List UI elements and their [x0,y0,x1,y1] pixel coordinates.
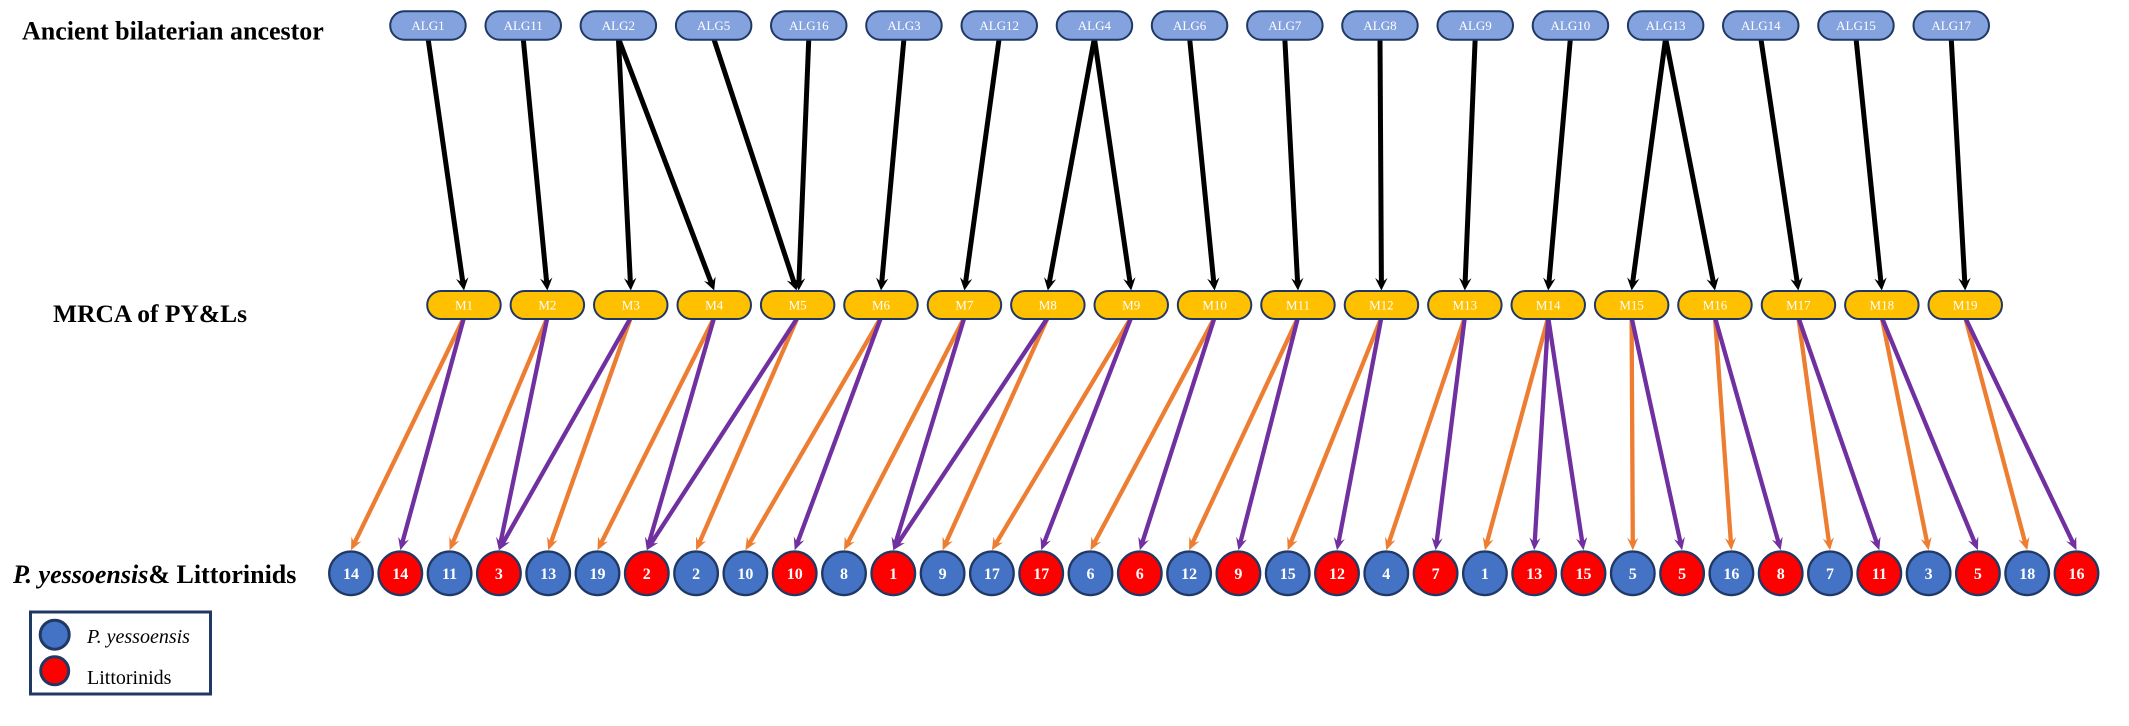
svg-text:5: 5 [1974,566,1982,583]
svg-text:9: 9 [939,566,947,583]
svg-text:ALG14: ALG14 [1741,18,1781,33]
svg-text:6: 6 [1087,566,1095,583]
svg-text:8: 8 [1777,566,1785,583]
svg-text:M13: M13 [1453,298,1478,313]
svg-text:ALG7: ALG7 [1268,18,1302,33]
svg-text:1: 1 [889,566,897,583]
svg-text:M7: M7 [955,298,974,313]
svg-text:M9: M9 [1122,298,1140,313]
svg-text:7: 7 [1432,566,1440,583]
svg-text:14: 14 [343,566,359,583]
svg-text:10: 10 [737,566,753,583]
svg-text:M15: M15 [1619,298,1644,313]
svg-text:P. yessoensis& Littorinids: P. yessoensis& Littorinids [12,560,296,589]
svg-text:3: 3 [1925,566,1933,583]
svg-text:ALG4: ALG4 [1078,18,1112,33]
svg-text:10: 10 [787,566,803,583]
svg-text:5: 5 [1678,566,1686,583]
svg-text:8: 8 [840,566,848,583]
svg-text:M4: M4 [705,298,724,313]
svg-text:15: 15 [1280,566,1296,583]
svg-text:M19: M19 [1953,298,1978,313]
svg-text:M10: M10 [1202,298,1227,313]
svg-text:11: 11 [1872,566,1887,583]
svg-text:12: 12 [1181,566,1197,583]
svg-text:17: 17 [984,566,1000,583]
svg-text:ALG16: ALG16 [789,18,829,33]
svg-text:M16: M16 [1703,298,1728,313]
svg-text:MRCA of PY&Ls: MRCA of PY&Ls [53,299,247,328]
svg-text:ALG1: ALG1 [411,18,444,33]
svg-text:ALG17: ALG17 [1931,18,1971,33]
svg-text:ALG11: ALG11 [504,18,543,33]
svg-text:6: 6 [1136,566,1144,583]
svg-text:5: 5 [1629,566,1637,583]
svg-text:ALG5: ALG5 [697,18,730,33]
svg-text:P. yessoensis: P. yessoensis [86,626,190,648]
svg-text:ALG10: ALG10 [1551,18,1591,33]
svg-text:ALG3: ALG3 [887,18,920,33]
svg-text:ALG13: ALG13 [1646,18,1686,33]
svg-text:14: 14 [392,566,408,583]
svg-text:18: 18 [2019,566,2035,583]
svg-text:ALG15: ALG15 [1836,18,1876,33]
svg-text:M17: M17 [1786,298,1811,313]
svg-text:M5: M5 [789,298,807,313]
svg-text:19: 19 [590,566,606,583]
svg-text:ALG12: ALG12 [979,18,1019,33]
svg-text:2: 2 [692,566,700,583]
svg-text:11: 11 [442,566,457,583]
svg-text:9: 9 [1234,566,1242,583]
svg-text:Littorinids: Littorinids [87,667,172,689]
svg-text:13: 13 [1526,566,1542,583]
svg-text:ALG2: ALG2 [602,18,635,33]
svg-text:3: 3 [495,566,503,583]
svg-text:7: 7 [1826,566,1834,583]
svg-text:M1: M1 [455,298,473,313]
svg-text:M6: M6 [872,298,891,313]
svg-text:2: 2 [643,566,651,583]
svg-text:M8: M8 [1039,298,1057,313]
svg-text:13: 13 [540,566,556,583]
svg-text:12: 12 [1329,566,1345,583]
svg-text:1: 1 [1481,566,1489,583]
svg-text:16: 16 [1723,566,1739,583]
svg-text:Ancient bilaterian ancestor: Ancient bilaterian ancestor [22,16,324,45]
svg-text:17: 17 [1033,566,1049,583]
svg-text:ALG9: ALG9 [1459,18,1492,33]
svg-text:ALG6: ALG6 [1173,18,1207,33]
svg-text:16: 16 [2069,566,2085,583]
svg-text:15: 15 [1576,566,1592,583]
svg-text:M11: M11 [1286,298,1310,313]
svg-text:M3: M3 [622,298,640,313]
svg-text:M14: M14 [1536,298,1561,313]
svg-text:M18: M18 [1870,298,1895,313]
svg-text:M2: M2 [538,298,556,313]
svg-text:ALG8: ALG8 [1363,18,1396,33]
svg-text:4: 4 [1382,566,1390,583]
svg-text:M12: M12 [1369,298,1394,313]
